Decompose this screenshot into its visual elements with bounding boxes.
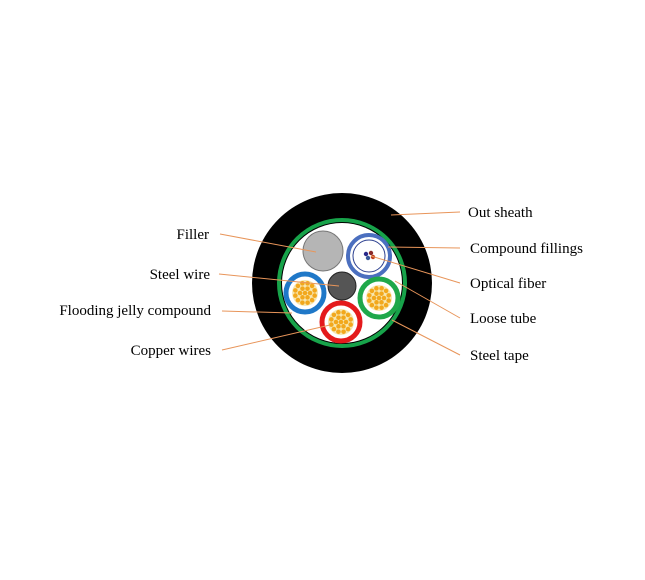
leader-filler <box>219 233 317 253</box>
copper-strand <box>341 315 346 320</box>
copper-tube-red <box>319 300 363 344</box>
label-filler: Filler <box>177 227 210 243</box>
label-out-sheath: Out sheath <box>468 205 533 221</box>
copper-strand <box>367 293 372 298</box>
copper-strand <box>293 288 298 293</box>
copper-strand <box>300 295 305 300</box>
copper-strand <box>293 293 298 298</box>
leader-out-sheath <box>390 211 461 216</box>
copper-strand <box>343 319 349 325</box>
copper-strand <box>329 322 334 327</box>
copper-strand <box>336 315 341 320</box>
copper-strand <box>331 326 337 332</box>
copper-strand <box>348 322 353 327</box>
leader-lines <box>218 211 461 356</box>
copper-strand <box>295 283 301 289</box>
copper-strand <box>300 286 305 291</box>
loose-tube <box>346 233 392 279</box>
leader-loose-tube <box>394 280 461 319</box>
copper-strand <box>338 319 344 325</box>
copper-strand <box>371 295 377 301</box>
copper-strand <box>348 317 353 322</box>
loose-tube-inner-ring <box>352 239 386 273</box>
copper-strand <box>300 300 305 305</box>
copper-strand <box>383 288 389 294</box>
copper-strand <box>379 286 384 291</box>
copper-tube-green <box>357 276 401 320</box>
copper-strand <box>305 295 310 300</box>
copper-strand <box>336 324 341 329</box>
label-steel-tape: Steel tape <box>470 348 529 364</box>
copper-strand <box>305 286 310 291</box>
leader-steel-wire <box>218 273 340 287</box>
copper-tube-blue <box>283 271 327 315</box>
label-optical-fiber: Optical fiber <box>470 276 546 292</box>
copper-strand <box>379 305 384 310</box>
leader-steel-tape <box>391 319 461 356</box>
copper-strand <box>381 295 387 301</box>
copper-strand <box>341 324 346 329</box>
copper-strand <box>295 297 301 303</box>
leader-compound-fillings <box>387 246 461 249</box>
labels-left: Filler Steel wire Flooding jelly compoun… <box>59 227 211 359</box>
copper-strand <box>336 329 341 334</box>
copper-strand <box>345 312 351 318</box>
label-compound-fillings: Compound fillings <box>470 241 583 257</box>
copper-strand <box>379 291 384 296</box>
copper-strand <box>374 286 379 291</box>
copper-strand <box>305 300 310 305</box>
label-copper-wires: Copper wires <box>131 343 212 359</box>
copper-strand <box>376 295 382 301</box>
leader-copper-wires <box>221 324 331 351</box>
steel-tape-ring <box>277 218 407 348</box>
copper-strand <box>331 312 337 318</box>
copper-strand <box>329 317 334 322</box>
cable-cross-section <box>252 193 432 373</box>
copper-strand <box>386 293 391 298</box>
copper-strand <box>341 329 346 334</box>
copper-strand <box>367 298 372 303</box>
copper-strand <box>309 297 315 303</box>
label-flooding-jelly-compound: Flooding jelly compound <box>59 303 211 319</box>
copper-strand <box>297 290 303 296</box>
filler <box>302 230 344 272</box>
copper-strand <box>309 283 315 289</box>
copper-strand <box>333 319 339 325</box>
copper-strand <box>374 300 379 305</box>
label-loose-tube: Loose tube <box>470 311 537 327</box>
copper-strand <box>312 293 317 298</box>
copper-strand <box>312 288 317 293</box>
copper-strand <box>369 288 375 294</box>
label-steel-wire: Steel wire <box>150 267 211 283</box>
copper-strand <box>341 310 346 315</box>
copper-strand <box>302 290 308 296</box>
leader-flooding-jelly <box>221 310 293 314</box>
copper-strand <box>383 302 389 308</box>
steel-wire <box>327 271 357 301</box>
labels-right: Out sheath Compound fillings Optical fib… <box>468 205 583 364</box>
copper-strand <box>369 302 375 308</box>
copper-strand <box>336 310 341 315</box>
copper-strand <box>374 305 379 310</box>
leader-optical-fiber <box>370 255 461 284</box>
copper-strand <box>374 291 379 296</box>
copper-strand <box>307 290 313 296</box>
copper-strand <box>386 298 391 303</box>
copper-strand <box>345 326 351 332</box>
copper-strand <box>379 300 384 305</box>
